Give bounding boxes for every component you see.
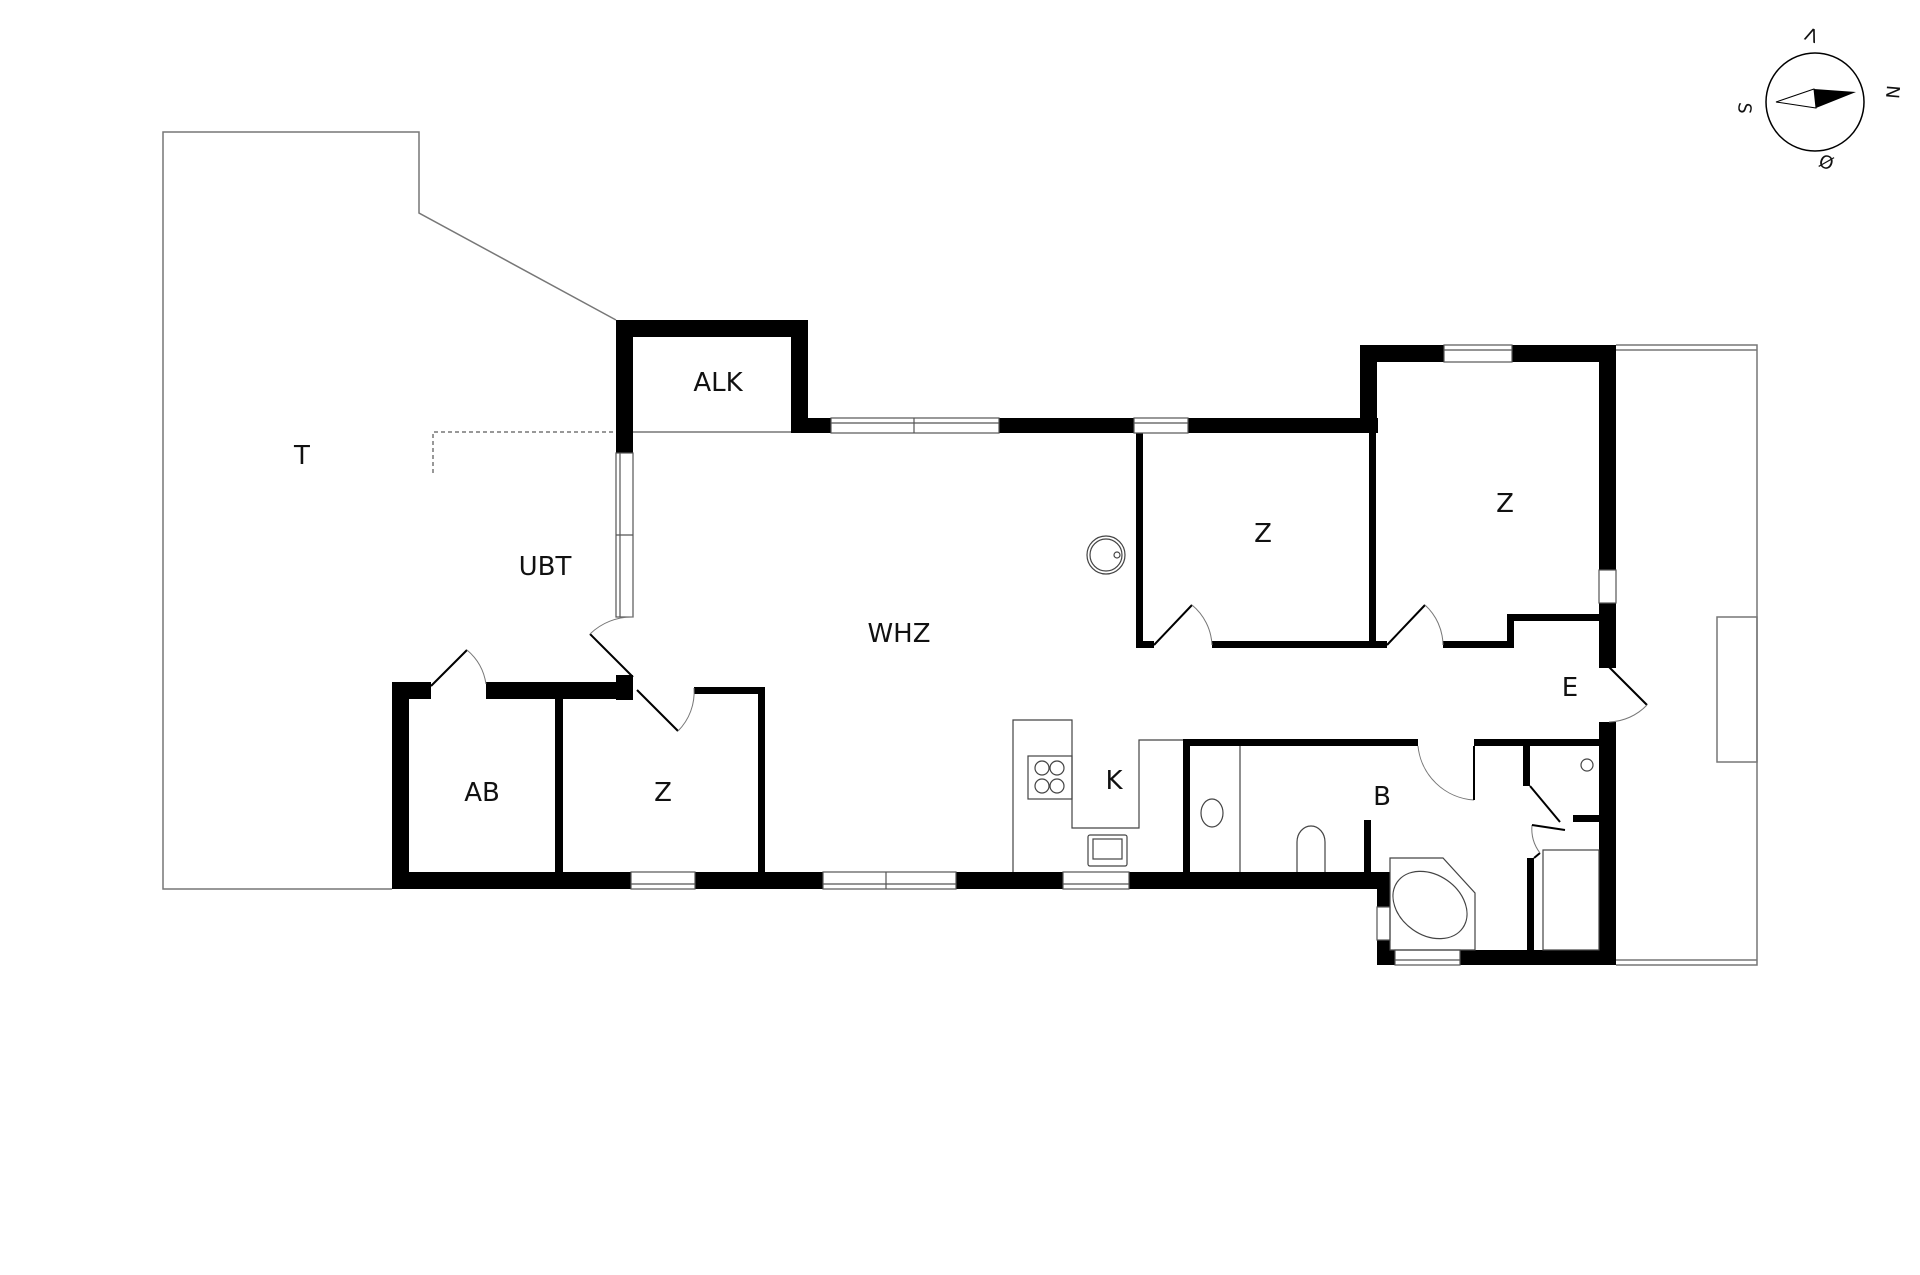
hob-icon: [1027, 755, 1073, 800]
terrace-outline: [162, 131, 791, 890]
room-label-kitchen: K: [1105, 766, 1123, 796]
windows: [615, 344, 1617, 966]
room-label-terrace: T: [294, 441, 310, 471]
compass-north: N: [1880, 84, 1904, 100]
room-label-room-mid: Z: [1254, 519, 1272, 549]
toilet-icon: [1296, 825, 1326, 872]
room-label-bathroom: B: [1373, 782, 1391, 812]
room-label-storage: AB: [464, 778, 500, 808]
walls: [392, 320, 1616, 965]
room-label-entrance: E: [1561, 673, 1579, 703]
shower-icon: [1580, 758, 1594, 772]
room-label-living-room: WHZ: [867, 619, 931, 649]
balcony-outline: [1616, 344, 1758, 966]
room-label-alcove: ALK: [693, 368, 743, 398]
doors: [430, 604, 1648, 859]
compass-icon: [1765, 52, 1865, 152]
fixtures: [1012, 535, 1600, 951]
bathtub-icon: [1389, 857, 1476, 951]
room-label-room-left: Z: [654, 778, 672, 808]
kitchen-sink-icon: [1087, 834, 1128, 867]
compass-south: S: [1733, 101, 1755, 115]
stove-icon: [1086, 535, 1126, 575]
kitchen-counter: [1012, 719, 1183, 872]
washbasin-icon: [1200, 798, 1224, 828]
room-label-covered-terrace: UBT: [518, 552, 572, 582]
room-label-room-right: Z: [1496, 489, 1514, 519]
